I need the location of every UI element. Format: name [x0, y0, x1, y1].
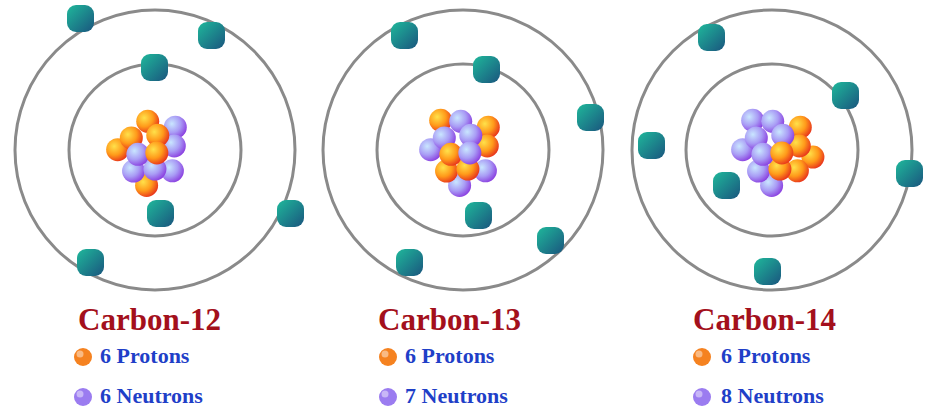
outer-shell — [632, 10, 912, 290]
legend-swatch-group — [693, 348, 711, 366]
outer-shell — [15, 10, 295, 290]
electron — [754, 258, 781, 285]
legend-swatch — [74, 348, 92, 366]
legend-swatch — [693, 388, 711, 406]
legend-swatch-group — [693, 388, 711, 406]
proton — [770, 141, 793, 164]
electron — [147, 200, 174, 227]
legend-swatch-group — [379, 388, 397, 406]
electron — [537, 227, 564, 254]
legend-swatch-group — [74, 388, 92, 406]
swatch-highlight — [77, 391, 84, 398]
swatch-highlight — [696, 351, 703, 358]
inner-shell — [377, 64, 549, 236]
legend-swatch-group — [379, 348, 397, 366]
proton — [145, 141, 168, 164]
electron — [141, 54, 168, 81]
electron — [832, 82, 859, 109]
nuclei — [106, 109, 824, 197]
electron — [638, 132, 665, 159]
electron — [77, 249, 104, 276]
isotope-name: Carbon-13 — [378, 302, 521, 338]
swatch-highlight — [696, 391, 703, 398]
swatch-highlight — [382, 391, 389, 398]
legend-swatch — [74, 388, 92, 406]
legend-text: 8 Neutrons — [721, 382, 824, 410]
electron — [67, 5, 94, 32]
legend-text: 6 Protons — [405, 342, 494, 370]
legend-swatch-group — [74, 348, 92, 366]
legend-text: 6 Protons — [721, 342, 810, 370]
legend-text: 7 Neutrons — [405, 382, 508, 410]
isotope-name: Carbon-14 — [693, 302, 836, 338]
legend-text: 6 Neutrons — [100, 382, 203, 410]
electron — [198, 22, 225, 49]
neutron — [458, 141, 481, 164]
electrons — [67, 5, 923, 285]
electron — [577, 104, 604, 131]
legend-swatch — [379, 388, 397, 406]
swatch-highlight — [77, 351, 84, 358]
swatch-highlight — [382, 351, 389, 358]
legend-swatch — [379, 348, 397, 366]
shell-rings — [15, 10, 912, 290]
electron — [391, 22, 418, 49]
electron — [277, 200, 304, 227]
electron — [698, 24, 725, 51]
electron — [896, 160, 923, 187]
inner-shell — [686, 64, 858, 236]
outer-shell — [323, 10, 603, 290]
legend-text: 6 Protons — [100, 342, 189, 370]
electron — [713, 172, 740, 199]
electron — [465, 202, 492, 229]
inner-shell — [69, 64, 241, 236]
electron — [473, 56, 500, 83]
legend-swatch — [693, 348, 711, 366]
isotope-name: Carbon-12 — [78, 302, 221, 338]
electron — [396, 249, 423, 276]
